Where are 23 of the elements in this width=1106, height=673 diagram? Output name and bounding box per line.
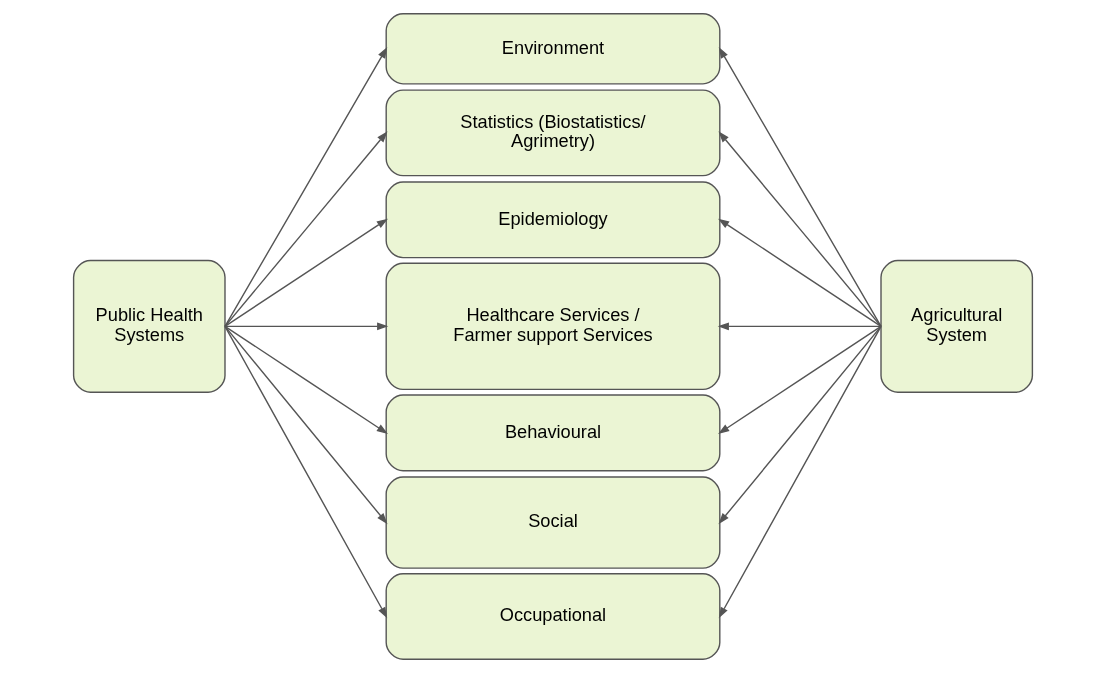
arrow	[224, 131, 388, 328]
node-box: Public Health Systems	[72, 259, 226, 393]
arrow	[718, 131, 882, 328]
arrow	[718, 325, 882, 435]
arrow	[224, 322, 389, 331]
arrow	[224, 46, 388, 328]
arrow	[718, 325, 882, 525]
node-box: Behavioural	[385, 394, 721, 472]
node-box: Environment	[385, 13, 721, 85]
node-box: Social	[385, 476, 721, 569]
arrow	[717, 322, 882, 331]
arrow	[224, 325, 388, 435]
arrow	[718, 46, 882, 328]
node-box: Epidemiology	[385, 181, 721, 259]
node-box: Agricultural System	[880, 259, 1034, 393]
arrow	[718, 218, 882, 328]
arrow	[224, 325, 388, 525]
node-box: Healthcare Services / Farmer support Services	[385, 262, 721, 391]
arrow	[224, 325, 388, 619]
arrow	[224, 218, 388, 328]
node-box: Statistics (Biostatistics/ Agrimetry)	[385, 89, 721, 177]
arrow	[718, 325, 882, 619]
node-box: Occupational	[385, 573, 721, 660]
